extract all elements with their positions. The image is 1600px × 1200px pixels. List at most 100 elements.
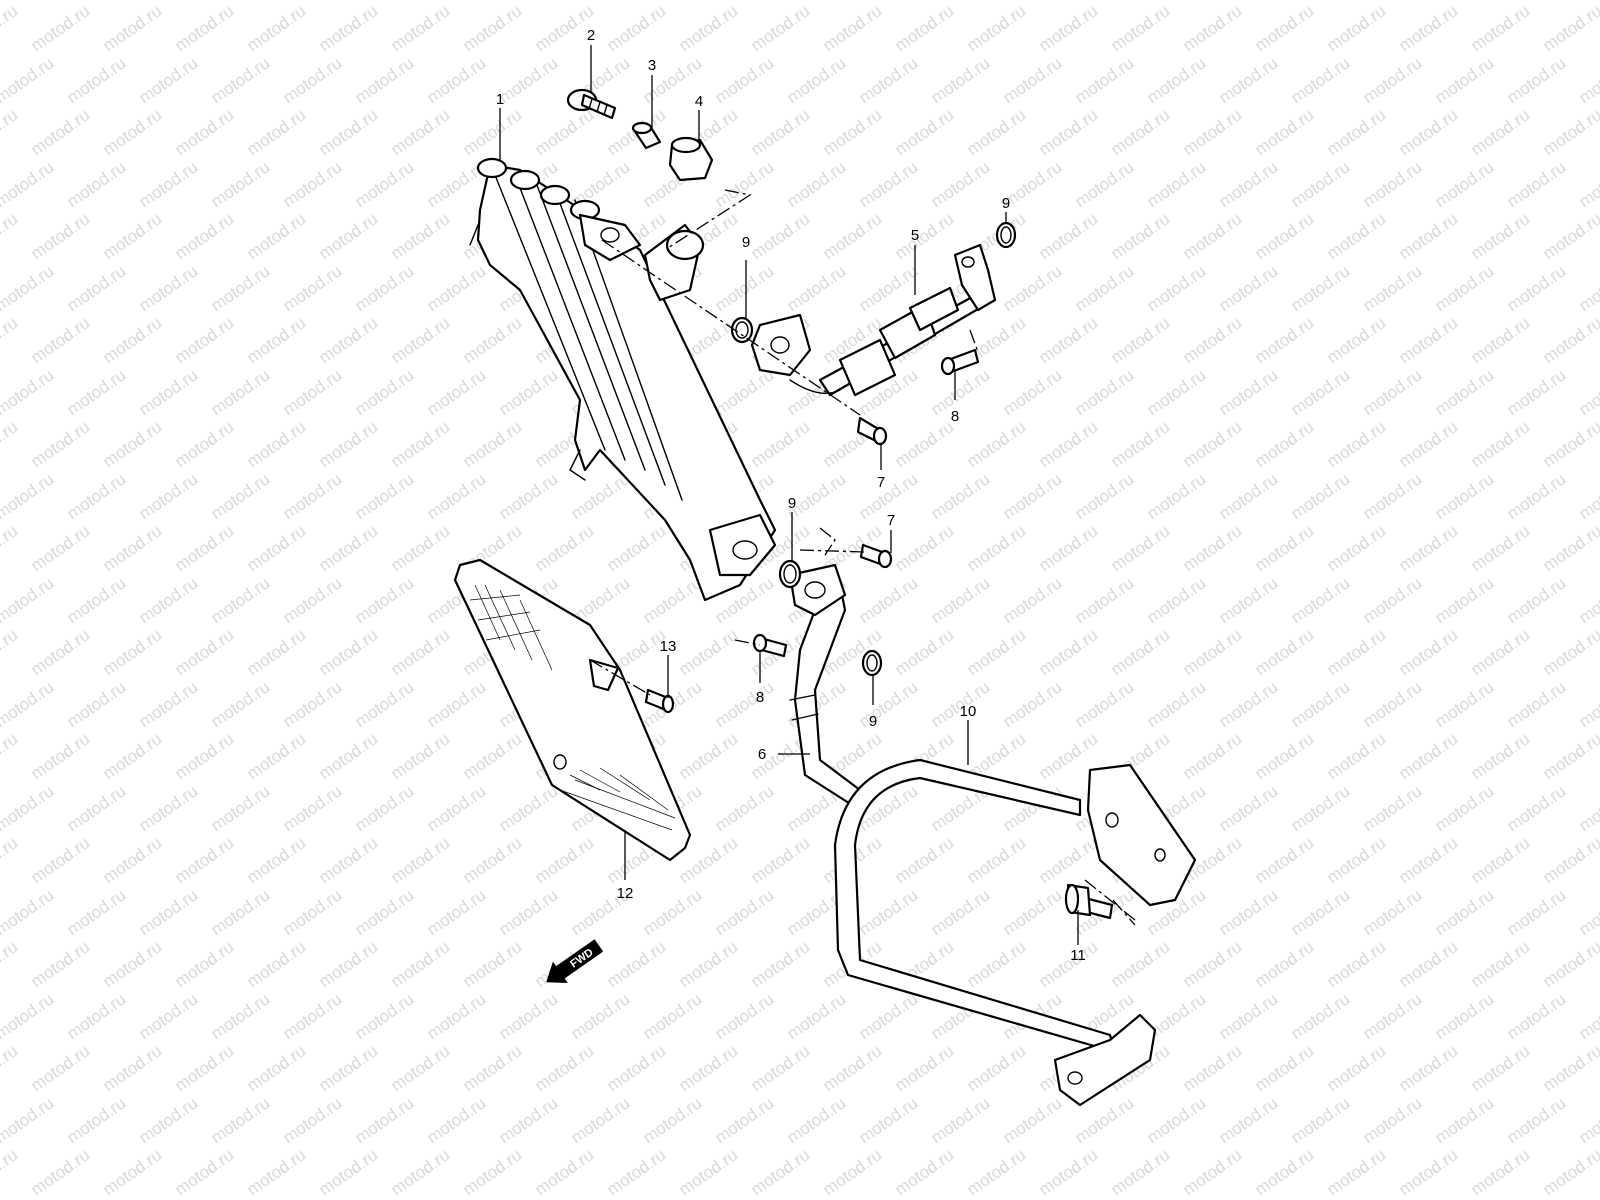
watermark-text: motod.ru <box>819 105 885 159</box>
watermark-text: motod.ru <box>279 989 345 1043</box>
watermark-text: motod.ru <box>315 1041 381 1095</box>
watermark-text: motod.ru <box>99 209 165 263</box>
watermark-text: motod.ru <box>27 313 93 367</box>
watermark-text: motod.ru <box>855 1093 921 1147</box>
watermark-text: motod.ru <box>0 417 21 471</box>
watermark-text: motod.ru <box>1251 1 1317 55</box>
watermark-text: motod.ru <box>1287 469 1353 523</box>
watermark-text: motod.ru <box>927 1093 993 1147</box>
watermark-text: motod.ru <box>0 105 21 159</box>
watermark-text: motod.ru <box>171 625 237 679</box>
watermark-text: motod.ru <box>315 1 381 55</box>
watermark-text: motod.ru <box>1359 0 1425 3</box>
watermark-text: motod.ru <box>1215 1093 1281 1147</box>
watermark-text: motod.ru <box>1071 53 1137 107</box>
watermark-text: motod.ru <box>855 885 921 939</box>
oil-hose-lower-part-6 <box>788 563 862 807</box>
watermark-text: motod.ru <box>1503 261 1569 315</box>
watermark-text: motod.ru <box>675 1 741 55</box>
watermark-text: motod.ru <box>387 937 453 991</box>
watermark-text: motod.ru <box>1071 261 1137 315</box>
watermark-text: motod.ru <box>135 53 201 107</box>
watermark-text: motod.ru <box>99 729 165 783</box>
watermark-text: motod.ru <box>1143 0 1209 3</box>
watermark-text: motod.ru <box>387 417 453 471</box>
watermark-text: motod.ru <box>1359 53 1425 107</box>
watermark-text: motod.ru <box>819 1 885 55</box>
watermark-text: motod.ru <box>1107 209 1173 263</box>
watermark-text: motod.ru <box>99 1 165 55</box>
watermark-text: motod.ru <box>1143 261 1209 315</box>
watermark-text: motod.ru <box>1467 209 1533 263</box>
watermark-text: motod.ru <box>0 365 57 419</box>
watermark-text: motod.ru <box>207 469 273 523</box>
watermark-text: motod.ru <box>0 1041 21 1095</box>
callout-5: 5 <box>911 227 919 244</box>
callout-11: 11 <box>1070 947 1086 964</box>
watermark-text: motod.ru <box>999 261 1065 315</box>
watermark-text: motod.ru <box>387 1145 453 1199</box>
watermark-text: motod.ru <box>1143 157 1209 211</box>
watermark-text: motod.ru <box>207 261 273 315</box>
watermark-text: motod.ru <box>1503 0 1569 3</box>
watermark-text: motod.ru <box>747 417 813 471</box>
watermark-text: motod.ru <box>0 313 21 367</box>
watermark-text: motod.ru <box>1071 573 1137 627</box>
callout-6: 6 <box>758 746 766 763</box>
watermark-text: motod.ru <box>1467 625 1533 679</box>
watermark-text: motod.ru <box>1359 989 1425 1043</box>
callout-3: 3 <box>648 57 656 74</box>
watermark-text: motod.ru <box>999 885 1065 939</box>
watermark-text: motod.ru <box>1503 989 1569 1043</box>
watermark-text: motod.ru <box>279 53 345 107</box>
o-ring-part-9 <box>730 221 1017 677</box>
callout-12: 12 <box>617 885 634 902</box>
watermark-text: motod.ru <box>999 469 1065 523</box>
watermark-text: motod.ru <box>1539 105 1600 159</box>
watermark-text: motod.ru <box>1503 365 1569 419</box>
watermark-text: motod.ru <box>0 677 57 731</box>
watermark-text: motod.ru <box>0 157 57 211</box>
watermark-text: motod.ru <box>711 365 777 419</box>
grill-mesh <box>469 584 676 831</box>
watermark-text: motod.ru <box>495 53 561 107</box>
watermark-text: motod.ru <box>1503 53 1569 107</box>
watermark-text: motod.ru <box>279 469 345 523</box>
callout-7-upper: 7 <box>877 474 885 491</box>
watermark-text: motod.ru <box>279 261 345 315</box>
watermark-text: motod.ru <box>243 313 309 367</box>
watermark-text: motod.ru <box>1107 313 1173 367</box>
watermark-text: motod.ru <box>675 625 741 679</box>
watermark-text: motod.ru <box>999 365 1065 419</box>
watermark-text: motod.ru <box>1251 313 1317 367</box>
watermark-text: motod.ru <box>891 105 957 159</box>
watermark-text: motod.ru <box>63 261 129 315</box>
watermark-text: motod.ru <box>639 0 705 3</box>
watermark-text: motod.ru <box>135 885 201 939</box>
watermark-text: motod.ru <box>387 313 453 367</box>
watermark-text: motod.ru <box>315 209 381 263</box>
watermark-text: motod.ru <box>1107 937 1173 991</box>
watermark-text: motod.ru <box>1251 1145 1317 1199</box>
watermark-text: motod.ru <box>819 1145 885 1199</box>
watermark-text: motod.ru <box>927 885 993 939</box>
flange-bolt-part-11 <box>1064 883 1114 920</box>
watermark-text: motod.ru <box>603 937 669 991</box>
watermark-text: motod.ru <box>855 53 921 107</box>
watermark-text: motod.ru <box>927 53 993 107</box>
watermark-text: motod.ru <box>1395 625 1461 679</box>
watermark-text: motod.ru <box>711 261 777 315</box>
watermark-text: motod.ru <box>1143 365 1209 419</box>
watermark-text: motod.ru <box>495 781 561 835</box>
watermark-text: motod.ru <box>171 521 237 575</box>
watermark-text: motod.ru <box>1071 0 1137 3</box>
watermark-text: motod.ru <box>1395 1145 1461 1199</box>
watermark-text: motod.ru <box>1431 53 1497 107</box>
watermark-text: motod.ru <box>603 1145 669 1199</box>
callout-1: 1 <box>496 91 504 108</box>
watermark-text: motod.ru <box>1215 261 1281 315</box>
watermark-text: motod.ru <box>1323 625 1389 679</box>
watermark-text: motod.ru <box>1575 781 1600 835</box>
watermark-text: motod.ru <box>603 521 669 575</box>
watermark-text: motod.ru <box>1503 677 1569 731</box>
